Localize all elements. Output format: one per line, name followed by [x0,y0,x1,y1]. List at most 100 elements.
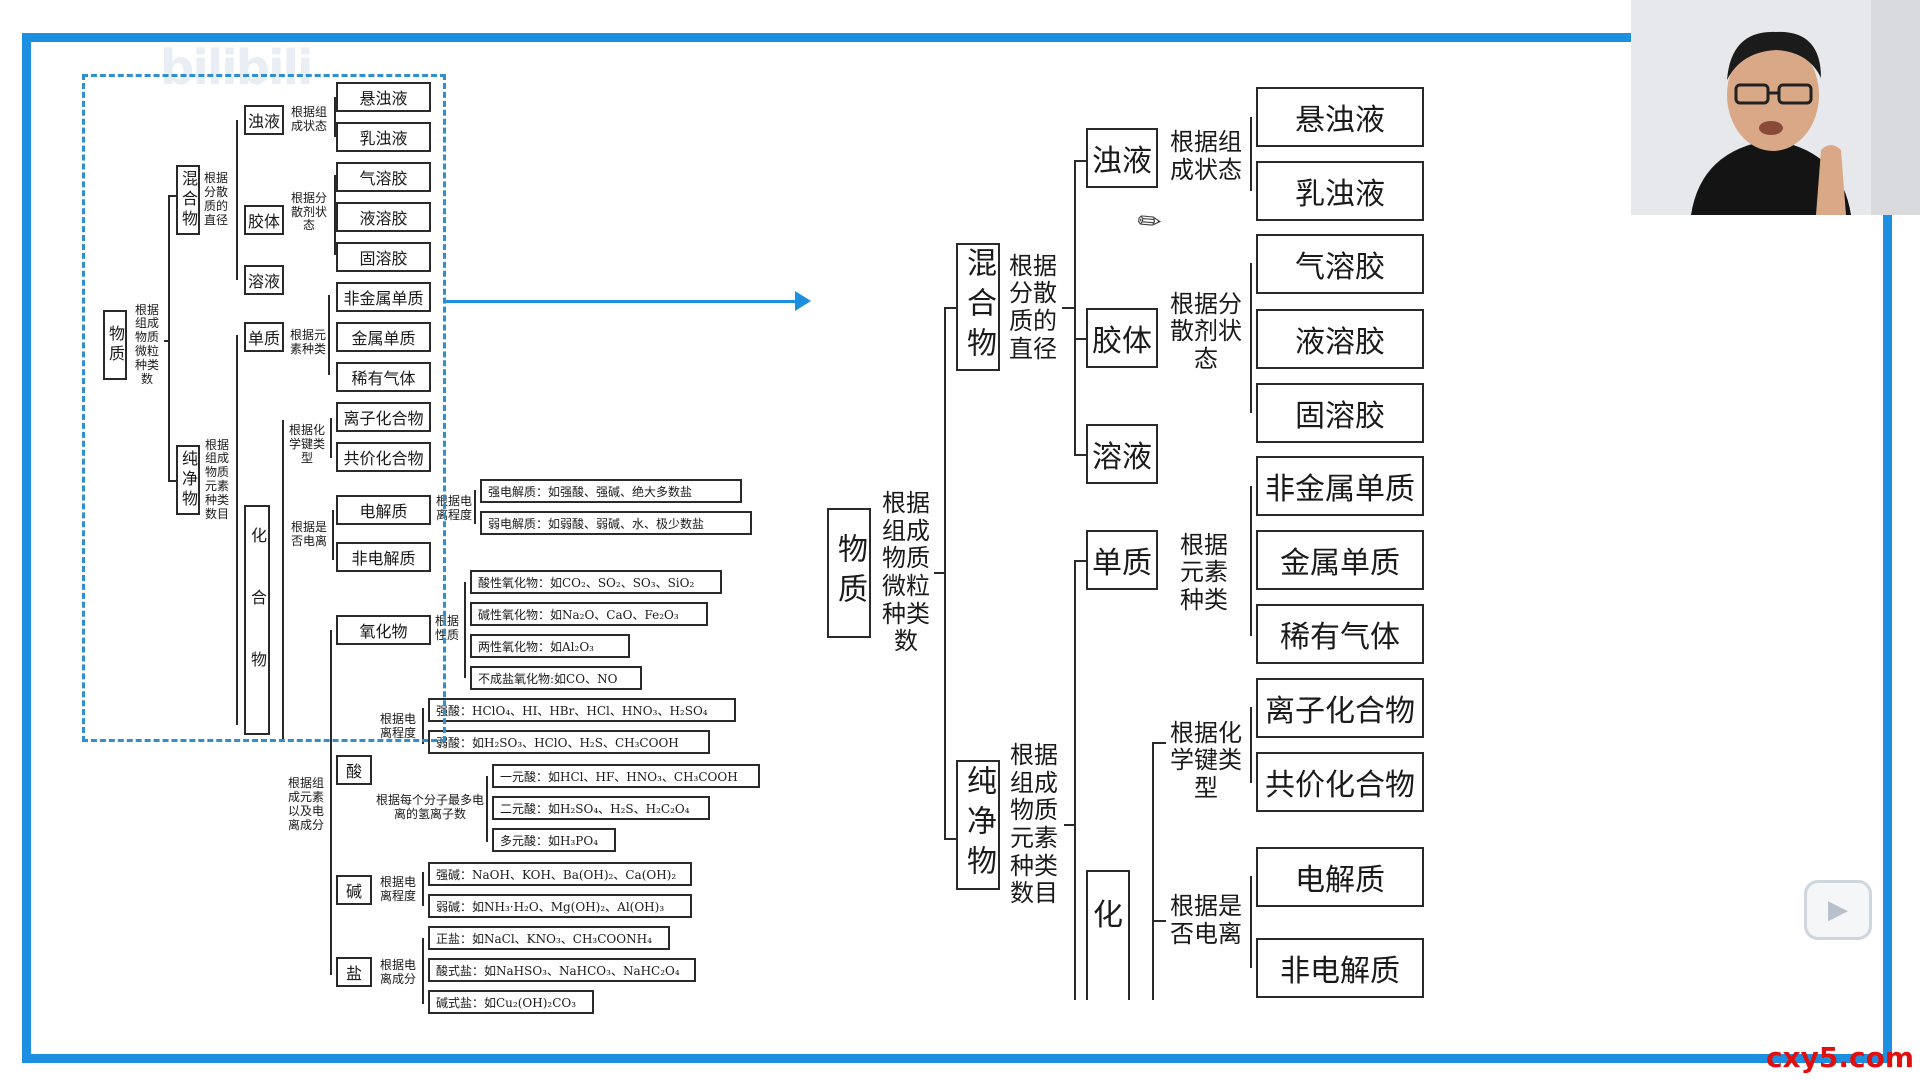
large-zhuoye-label: 浊液 [1092,144,1152,179]
connector [282,420,284,740]
small-dianjiezhi-box: 电解质 [336,495,431,525]
small-suanshiyan-box: 酸式盐：如NaHSO₃、NaHCO₃、NaHC₂O₄ [428,958,696,982]
connector [1152,742,1154,1000]
large-pure-criterion: 根据组成物质元素种类数目 [1004,740,1064,910]
connector [422,872,424,906]
small-gurongjiao-box: 固溶胶 [336,242,431,272]
large-feijinshu-label: 非金属单质 [1265,472,1415,507]
small-ruzhuoye-label: 乳浊液 [359,129,408,148]
large-feidianjiezhi-box: 非电解质 [1256,938,1424,998]
small-zhuoye-criterion: 根据组成状态 [286,100,332,140]
large-xuanzhuoye-box: 悬浊液 [1256,87,1424,147]
play-icon[interactable]: ▶ [1804,880,1872,940]
connector [1074,160,1076,455]
small-yan-label: 盐 [345,964,362,983]
large-mixture-box: 混合物 [956,243,1000,371]
connector [422,938,424,1004]
small-jianxing-box: 碱性氧化物：如Na₂O、CaO、Fe₂O₃ [470,602,708,626]
large-gurongjiao-label: 固溶胶 [1295,399,1385,434]
small-qiangsuan-box: 强酸：HClO₄、HI、HBr、HCl、HNO₃、H₂SO₄ [428,698,736,722]
small-qiangjian-label: 强碱：NaOH、KOH、Ba(OH)₂、Ca(OH)₂ [436,867,677,882]
large-gurongjiao-box: 固溶胶 [1256,383,1424,443]
large-rongye-label: 溶液 [1092,440,1152,475]
small-suanxing-label: 酸性氧化物：如CO₂、SO₂、SO₃、SiO₂ [478,575,695,590]
connector [1152,742,1166,744]
large-xiyou-box: 稀有气体 [1256,604,1424,664]
large-zhuoye-criterion: 根据组成状态 [1166,124,1246,190]
connector [1152,920,1166,922]
connector [330,418,332,458]
small-yerongjiao-box: 液溶胶 [336,202,431,232]
connector [1250,263,1252,413]
large-bond-criterion-text: 根据化学键类型 [1170,718,1242,802]
small-yan-criterion-text: 根据电离成分 [379,958,416,986]
small-ruojian-label: 弱碱：如NH₃·H₂O、Mg(OH)₂、Al(OH)₃ [436,899,665,914]
small-ruosuan-label: 弱酸：如H₂SO₃、HClO、H₂S、CH₃COOH [436,735,679,750]
large-pure-box: 纯净物 [956,760,1000,890]
large-mixture-label: 混合物 [961,247,996,367]
small-rongye-box: 溶液 [244,265,284,295]
small-huahewu-box: 化合物 [244,505,270,735]
large-hua-box: 化 [1086,870,1130,1000]
large-root-label: 物质 [832,533,867,613]
connector [168,480,176,482]
small-jianshiyan-label: 碱式盐：如Cu₂(OH)₂CO₃ [436,995,577,1010]
small-danzhi-label: 单质 [247,329,280,348]
large-pure-criterion-text: 根据组成物质元素种类数目 [1010,741,1058,908]
small-yan-box: 盐 [336,957,372,987]
connector [944,838,956,840]
small-yanghuawu-label: 氧化物 [359,622,408,641]
connector [1250,707,1252,783]
small-ruzhuoye-box: 乳浊液 [336,122,431,152]
large-qirongjiao-label: 气溶胶 [1295,250,1385,285]
small-jian-label: 碱 [345,882,362,901]
small-danzhi-criterion-text: 根据元素种类 [290,328,327,356]
connector [1074,560,1076,1000]
small-ruo-dj-label: 弱电解质：如弱酸、弱碱、水、极少数盐 [488,516,705,531]
connector [474,490,476,524]
small-root-criterion: 根据组成物质微粒种类数 [130,295,164,395]
connector [1250,876,1252,968]
small-liangxing-label: 两性氧化物：如Al₂O₃ [478,639,594,654]
presenter-video [1631,0,1920,215]
connector [422,708,424,744]
large-feidianjiezhi-label: 非电解质 [1280,954,1400,989]
small-feidianjiezhi-box: 非电解质 [336,542,431,572]
small-jiaoti-criterion-text: 根据分散剂状态 [290,190,327,233]
small-suan-label: 酸 [345,762,362,781]
small-rongye-label: 溶液 [247,272,280,291]
small-eryuansuan-box: 二元酸：如H₂SO₄、H₂S、H₂C₂O₄ [492,796,710,820]
large-zhuoye-box: 浊液 [1086,128,1158,188]
small-buchengyan-box: 不成盐氧化物:如CO、NO [470,666,642,690]
connector [1250,486,1252,636]
large-pure-label: 纯净物 [961,765,996,885]
small-ruo-dj-box: 弱电解质：如弱酸、弱碱、水、极少数盐 [480,511,752,535]
large-jiaoti-criterion-text: 根据分散剂状态 [1170,289,1242,373]
connector [1064,824,1074,826]
large-jinshu-label: 金属单质 [1280,546,1400,581]
site-logo: cxy5.com [1765,1041,1914,1074]
small-gongjia-label: 共价化合物 [343,449,424,468]
small-mixture-criterion-text: 根据分散质的直径 [203,171,228,227]
large-mixture-criterion: 根据分散质的直径 [1004,248,1062,368]
small-jianxing-label: 碱性氧化物：如Na₂O、CaO、Fe₂O₃ [478,607,679,622]
large-jiaoti-box: 胶体 [1086,308,1158,368]
small-jianshiyan-box: 碱式盐：如Cu₂(OH)₂CO₃ [428,990,594,1014]
slide-frame [22,33,1892,1063]
small-pure-box: 纯净物 [176,445,200,515]
small-duoyuansuan-label: 多元酸：如H₃PO₄ [500,833,598,848]
small-pure-criterion-text: 根据组成物质元素种类数目 [204,437,229,521]
large-danzhi-criterion: 根据元素种类 [1172,526,1236,620]
small-yiyuansuan-box: 一元酸：如HCl、HF、HNO₃、CH₃COOH [492,764,760,788]
large-lizi-label: 离子化合物 [1265,694,1415,729]
small-root-label: 物质 [106,325,125,365]
small-suan-box: 酸 [336,755,372,785]
small-suanxing-box: 酸性氧化物：如CO₂、SO₂、SO₃、SiO₂ [470,570,722,594]
connector [486,776,488,842]
large-qirongjiao-box: 气溶胶 [1256,234,1424,294]
large-dianjiezhi-label: 电解质 [1295,863,1385,898]
small-h-criterion: 根据每个分子最多电离的氢离子数 [376,790,484,826]
small-root-criterion-text: 根据组成物质微粒种类数 [134,302,159,386]
small-xingzhi-criterion-text: 根据性质 [434,614,459,642]
small-jian-criterion-text: 根据电离程度 [379,875,416,903]
